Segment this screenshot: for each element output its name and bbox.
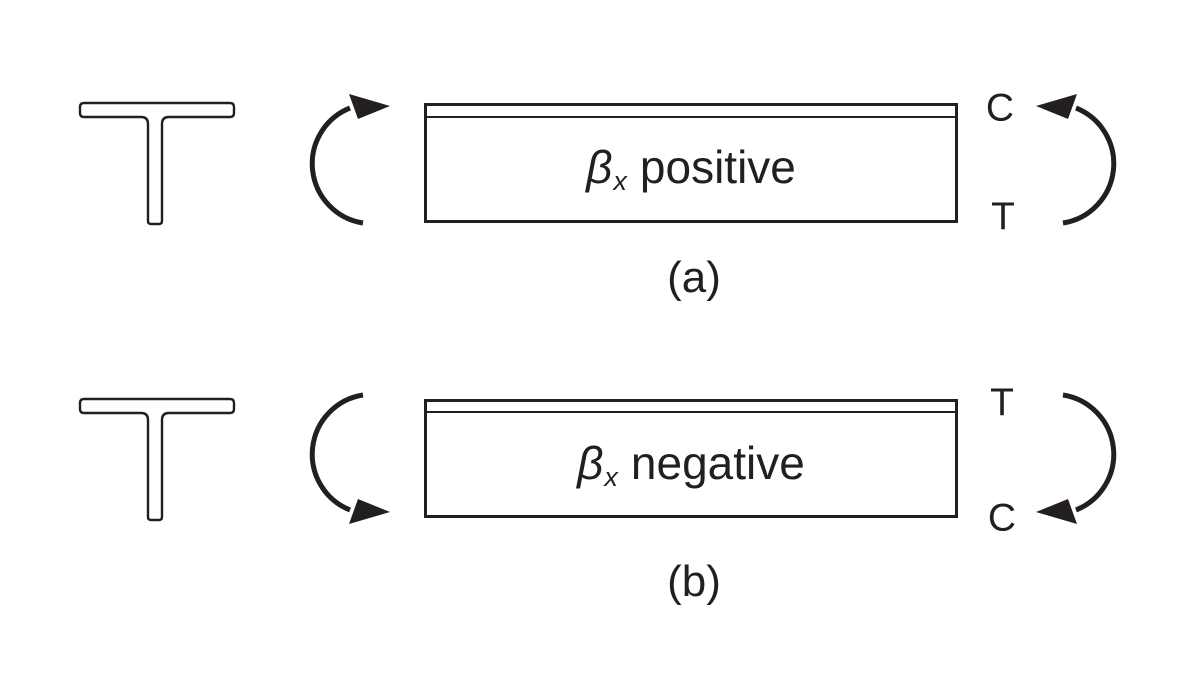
clockwise-moment-arrow-icon [309, 94, 390, 226]
tee-section-icon [78, 397, 236, 522]
clockwise-moment-arrow-icon [1036, 392, 1117, 524]
tension-label: T [991, 195, 1015, 239]
panel-caption-b: (b) [667, 557, 721, 606]
beam-flange-line [427, 116, 955, 118]
beam-flange-line [427, 411, 955, 413]
beam-sign-word: negative [630, 436, 805, 489]
tee-section-icon [78, 101, 236, 226]
counterclockwise-moment-arrow-icon [309, 392, 390, 524]
tension-label: T [990, 381, 1014, 425]
compression-label: C [987, 496, 1017, 540]
beta-subscript: x [604, 461, 618, 492]
panel-caption-a: (a) [667, 253, 721, 302]
counterclockwise-moment-arrow-icon [1036, 94, 1117, 226]
beta-symbol: β [577, 436, 604, 489]
compression-label: C [985, 86, 1015, 130]
beta-subscript: x [613, 166, 627, 196]
beta-symbol: β [586, 141, 613, 193]
beam-sign-word: positive [639, 141, 796, 193]
